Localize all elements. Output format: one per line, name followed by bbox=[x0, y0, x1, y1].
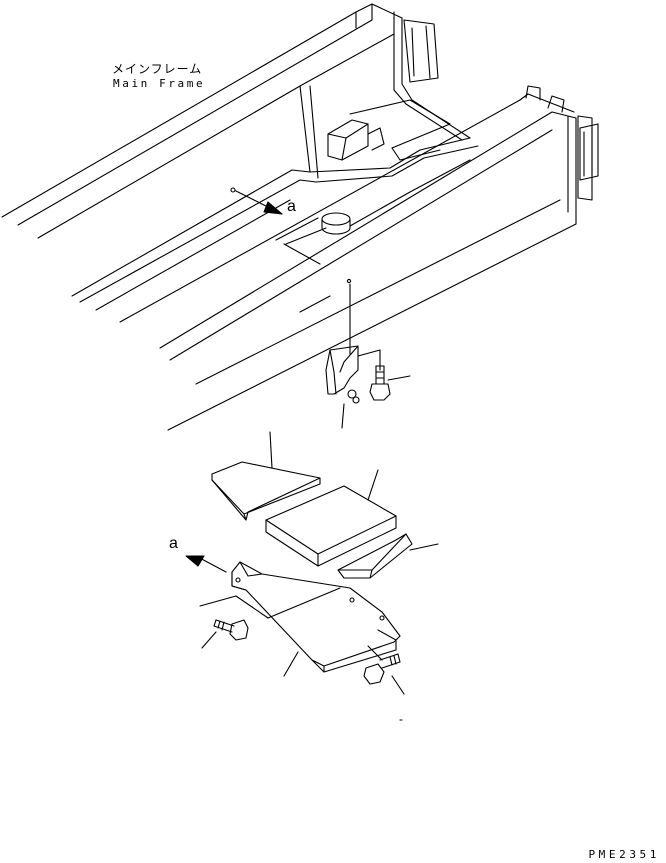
view-arrow-a-upper bbox=[230, 187, 283, 215]
view-label-a-upper: a bbox=[287, 198, 296, 215]
main-frame-label-en: Main Frame bbox=[113, 77, 206, 90]
bolt-lower-right bbox=[363, 653, 405, 721]
bolt-lower-left bbox=[201, 619, 249, 649]
view-label-a-lower: a bbox=[169, 535, 178, 552]
cushion-pad-rectangular bbox=[265, 469, 397, 567]
cushion-pad-wedge bbox=[337, 533, 439, 579]
main-frame-label-jp: メインフレーム bbox=[112, 62, 203, 76]
main-frame bbox=[1, 3, 599, 431]
clamp-bracket bbox=[325, 278, 381, 429]
cushion-pad-triangular bbox=[211, 431, 321, 521]
drawing-code: PME2351 bbox=[588, 848, 660, 861]
bolt-upper bbox=[369, 365, 411, 401]
bottom-cover-plate bbox=[199, 561, 401, 677]
view-arrow-a-lower bbox=[185, 555, 227, 573]
